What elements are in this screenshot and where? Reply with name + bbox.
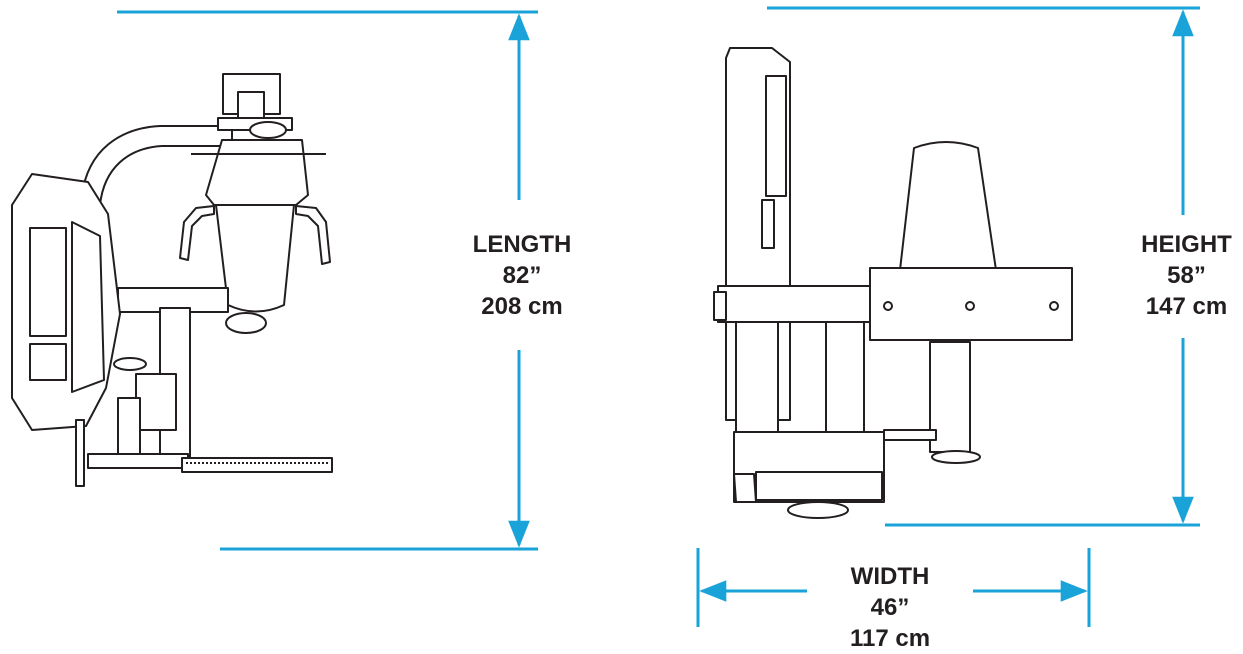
front-bolt-2 [965, 301, 975, 311]
side-post-cap [113, 357, 147, 371]
side-console-bracket [71, 221, 105, 393]
front-cross-bar [883, 429, 937, 441]
height-label: HEIGHT 58” 147 cm [1130, 229, 1243, 322]
front-foot-right [931, 450, 981, 464]
front-bolt-3 [1049, 301, 1059, 311]
width-name: WIDTH [850, 563, 930, 590]
height-dimension [767, 6, 1200, 527]
width-metric: 117 cm [849, 625, 931, 652]
side-console-screen [29, 227, 67, 337]
front-arm-bar [717, 285, 873, 323]
length-label: LENGTH 82” 208 cm [462, 229, 582, 322]
machine-front-view [713, 47, 1073, 519]
side-frame-arm [81, 125, 233, 206]
height-metric: 147 cm [1145, 293, 1228, 320]
side-top-knob [249, 121, 287, 139]
front-upright-inner [765, 75, 787, 197]
side-console-stem [75, 419, 85, 487]
length-imperial: 82” [502, 262, 542, 289]
front-back-pad [899, 141, 997, 271]
side-column-sleeve [135, 373, 177, 431]
length-name: LENGTH [472, 231, 572, 258]
front-lower-pedal [733, 473, 757, 503]
side-seat-base [225, 312, 267, 334]
front-bolt-1 [883, 301, 893, 311]
width-dimension [696, 548, 1091, 627]
front-pivot [713, 291, 727, 321]
side-seat-column [215, 204, 295, 313]
front-base-inner [755, 471, 883, 501]
side-right-handle [295, 205, 331, 265]
height-name: HEIGHT [1141, 231, 1232, 258]
front-upright-slot [761, 199, 775, 249]
height-imperial: 58” [1167, 262, 1206, 289]
machine-side-view [11, 73, 333, 487]
length-dimension [117, 10, 538, 551]
front-foot-center [787, 501, 849, 519]
width-label: WIDTH 46” 117 cm [825, 561, 955, 654]
side-rear-post [117, 397, 141, 455]
front-left-column [735, 321, 779, 443]
side-console-panel [29, 343, 67, 381]
side-seat-back [205, 139, 309, 206]
side-left-handle [179, 205, 215, 261]
side-footplate [181, 457, 333, 473]
width-imperial: 46” [870, 594, 910, 621]
side-base [87, 453, 189, 469]
length-metric: 208 cm [481, 293, 563, 320]
front-mid-column [825, 321, 865, 443]
